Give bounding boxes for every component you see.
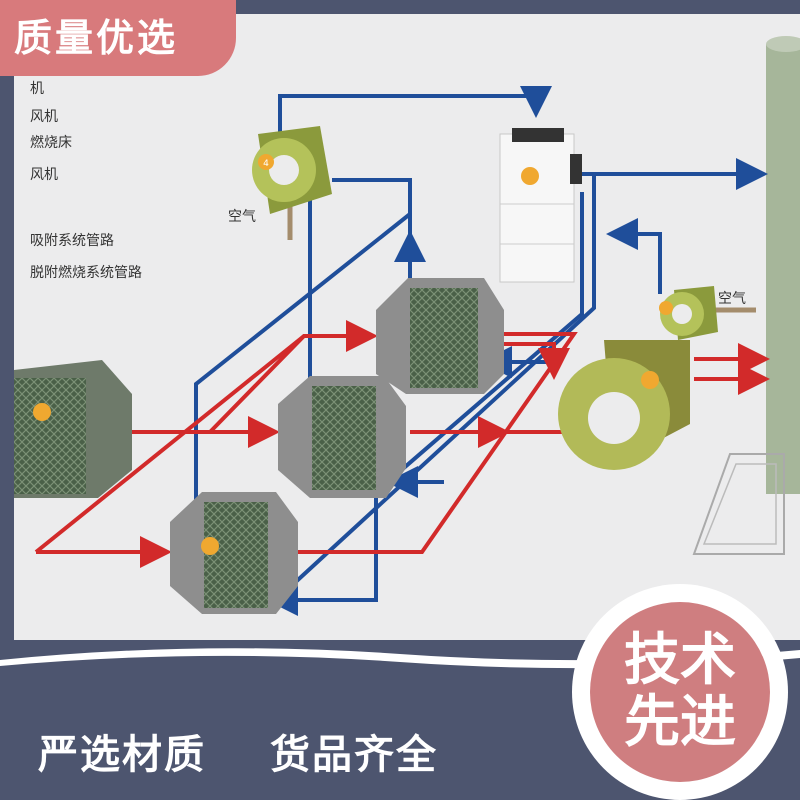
tech-badge-line-2: 先进	[624, 690, 736, 755]
legend-item: 吸附系统管路	[30, 233, 114, 249]
slogan-materials: 严选材质	[38, 732, 206, 778]
legend-item: 燃烧床	[30, 135, 72, 151]
adsorber-bottom	[170, 492, 298, 614]
process-diagram: 4	[14, 36, 800, 616]
fan-small-right	[659, 286, 718, 340]
adsorber-top	[376, 278, 504, 394]
slogan-stock: 货品齐全	[270, 732, 438, 778]
quality-badge: 质量优选	[0, 0, 236, 76]
unit-number: 4	[263, 159, 269, 169]
fan-top: 4	[252, 126, 332, 214]
adsorber-left	[14, 360, 132, 498]
adsorber-middle	[278, 376, 406, 498]
legend-item: 脱附燃烧系统管路	[30, 265, 142, 281]
tech-badge-line-1: 技术	[624, 628, 736, 693]
diagram-canvas: 4	[14, 14, 800, 654]
air-label: 空气	[718, 291, 746, 307]
desorption-pipes	[34, 320, 770, 568]
legend-item: 机	[30, 81, 44, 97]
air-label: 空气	[228, 209, 256, 225]
chimney	[692, 36, 800, 555]
fan-main	[558, 340, 690, 470]
combustion-unit	[499, 128, 582, 283]
tech-badge: 技术 先进	[590, 602, 770, 782]
legend-item: 风机	[30, 167, 58, 183]
legend-item: 风机	[30, 109, 58, 125]
